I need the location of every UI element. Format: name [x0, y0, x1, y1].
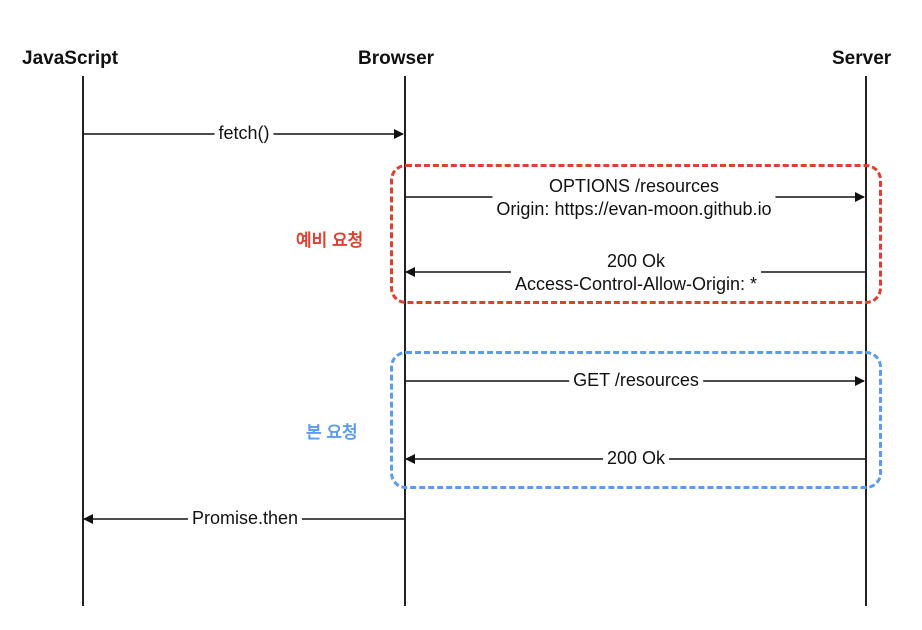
promise-label: Promise.then: [187, 507, 303, 530]
preflight-response-label: 200 Ok Access-Control-Allow-Origin: *: [510, 250, 762, 296]
main-group-label: 본 요청: [306, 423, 358, 442]
main-response-label: 200 Ok: [602, 447, 670, 470]
actor-javascript: JavaScript: [22, 48, 119, 69]
fetch-label: fetch(): [214, 122, 274, 145]
options-label: OPTIONS /resources Origin: https://evan-…: [492, 175, 776, 221]
preflight-group-label: 예비 요청: [296, 231, 364, 250]
main-group-box: [390, 351, 882, 489]
lifeline-server: [865, 76, 867, 606]
lifeline-browser: [404, 76, 406, 606]
lifeline-javascript: [82, 76, 84, 606]
get-label: GET /resources: [569, 369, 703, 392]
actor-server: Server: [832, 48, 892, 69]
actor-browser: Browser: [358, 48, 435, 69]
preflight-group-box: [390, 164, 882, 304]
